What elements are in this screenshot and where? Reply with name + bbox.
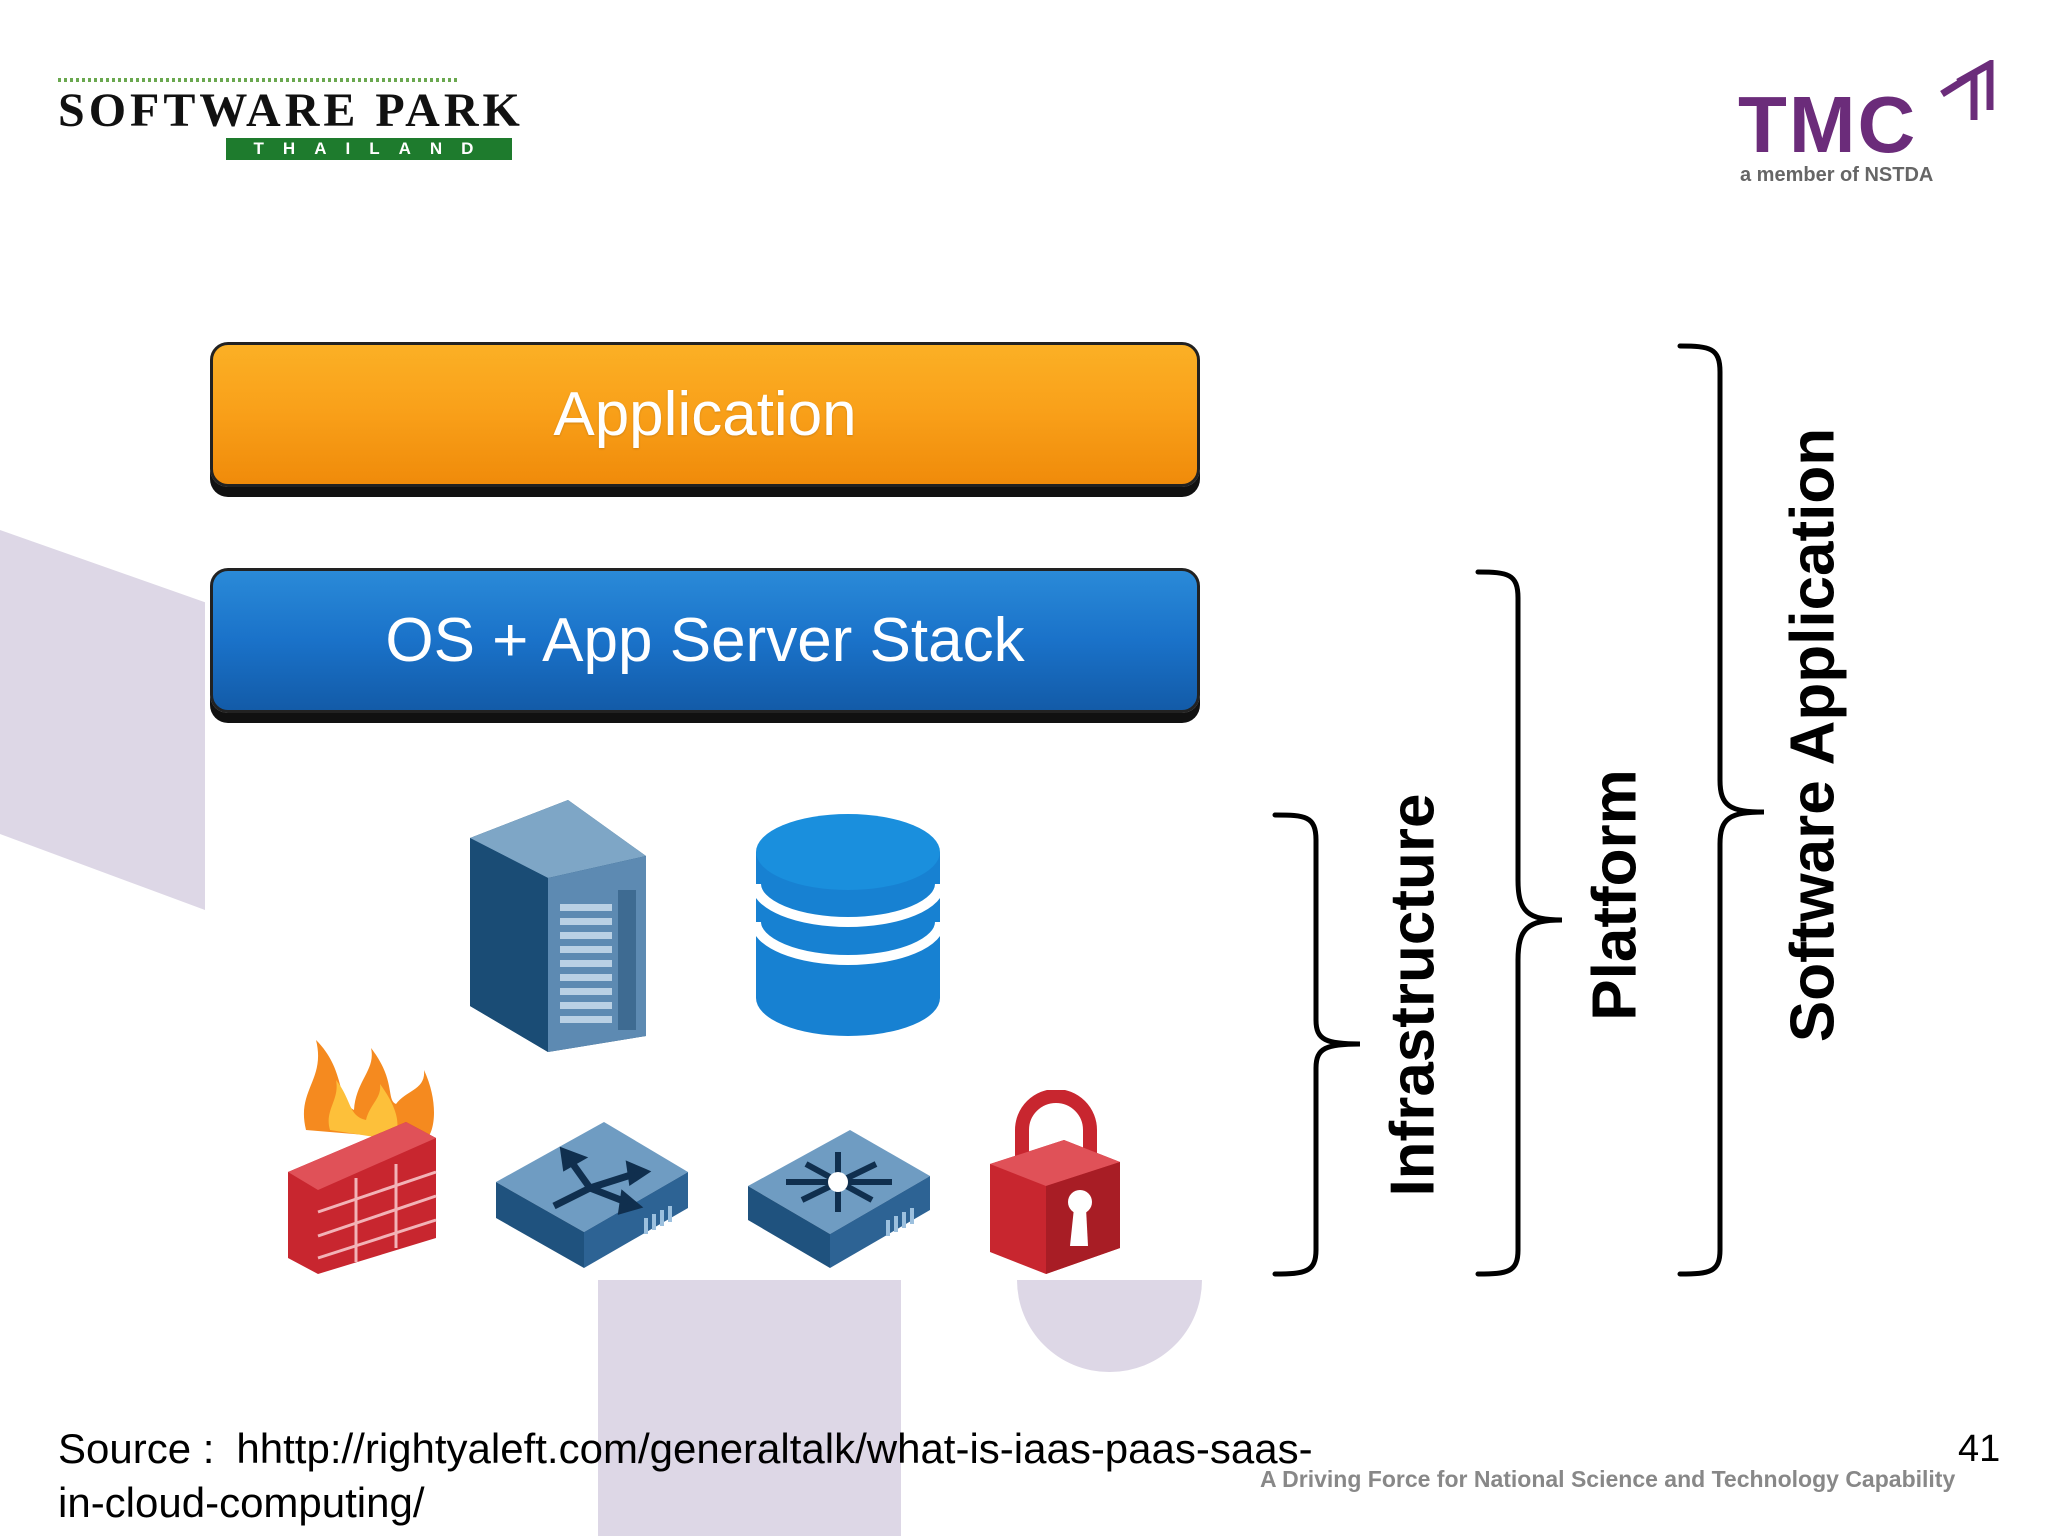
platform-label: Platform xyxy=(1580,769,1650,1021)
os-stack-layer-box: OS + App Server Stack xyxy=(210,568,1200,713)
decorative-shape-bottom xyxy=(598,1280,901,1536)
infrastructure-bracket xyxy=(1272,812,1361,1277)
source-label: Source : xyxy=(58,1425,215,1472)
tmc-logo-subtitle: a member of NSTDA xyxy=(1740,164,1934,186)
software-park-logo-text: SOFTWARE PARK xyxy=(58,84,524,137)
lock-icon xyxy=(990,1090,1120,1274)
platform-bracket xyxy=(1475,569,1563,1277)
router-icon xyxy=(496,1122,688,1268)
software-park-logo: SOFTWARE PARK THAILAND xyxy=(58,78,524,164)
footer-tagline: A Driving Force for National Science and… xyxy=(1260,1466,1956,1492)
software-application-bracket xyxy=(1677,343,1765,1277)
firewall-icon xyxy=(288,1040,437,1274)
logo-hatch-line xyxy=(58,78,458,82)
os-stack-layer-label: OS + App Server Stack xyxy=(385,606,1025,675)
application-layer-label: Application xyxy=(553,380,857,449)
database-icon xyxy=(754,814,942,1036)
application-layer-box: Application xyxy=(210,342,1200,487)
tmc-logo-text: TMC xyxy=(1738,80,1918,169)
source-citation: Source :hhttp://rightyaleft.com/generalt… xyxy=(58,1422,1338,1530)
source-url: hhttp://rightyaleft.com/generaltalk/what… xyxy=(58,1425,1313,1526)
tmc-swoosh-icon xyxy=(1940,60,1994,120)
switch-icon xyxy=(748,1130,930,1268)
infrastructure-label: Infrastructure xyxy=(1378,793,1448,1197)
software-park-logo-country: THAILAND xyxy=(226,138,512,160)
software-application-label: Software Application xyxy=(1778,427,1848,1043)
server-icon xyxy=(470,800,646,1052)
page-number: 41 xyxy=(1958,1428,2001,1470)
tmc-logo: TMC a member of NSTDA xyxy=(1738,60,2008,190)
